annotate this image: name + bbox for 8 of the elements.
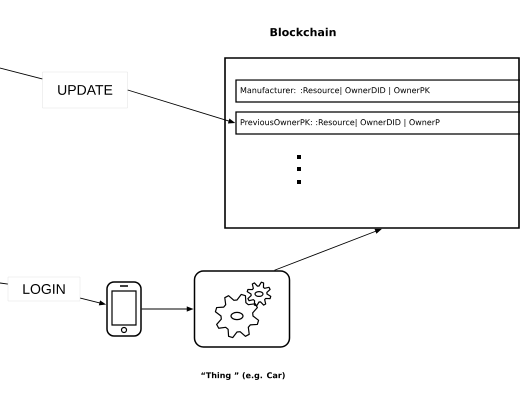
- device-box: [194, 270, 290, 348]
- node-label: Blockchain: [270, 28, 336, 36]
- record-row: Manufacturer: :Resource| OwnerDID | OwnerPK: [235, 79, 520, 103]
- phone-icon: [106, 281, 142, 337]
- action-label: LOGIN: [8, 276, 80, 302]
- action-label: UPDATE: [42, 72, 128, 108]
- node-label: “Thing ” (e.g. Car): [201, 372, 285, 380]
- record-row: PreviousOwnerPK: :Resource| OwnerDID | OwnerP: [235, 111, 520, 135]
